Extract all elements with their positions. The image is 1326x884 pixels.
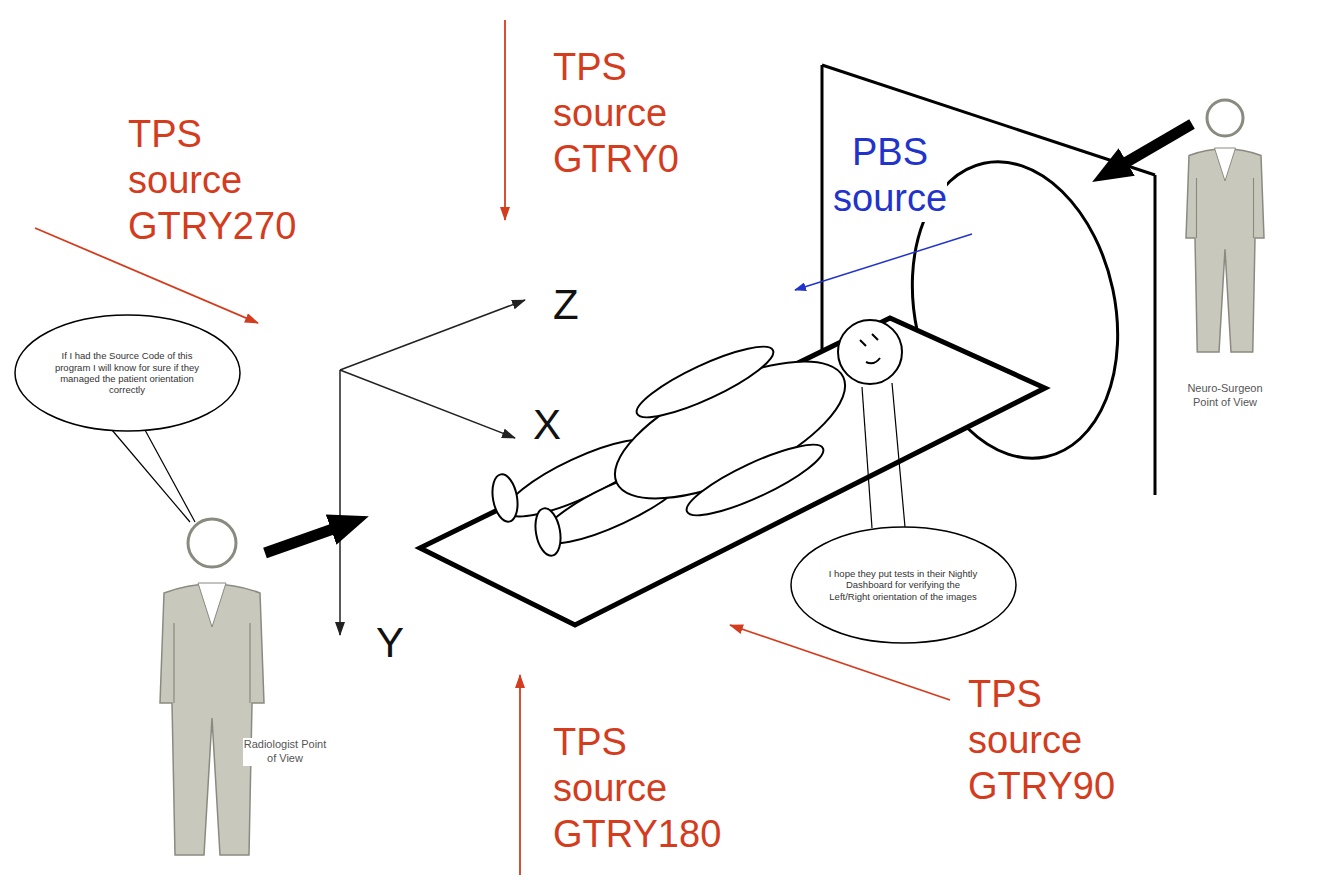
patient (489, 320, 902, 558)
patient-face (860, 334, 880, 363)
bubble-tails (112, 383, 905, 528)
figure-head (1207, 100, 1243, 136)
axis-label: X (533, 400, 561, 451)
beam-label: TPS source GTRY180 (553, 720, 721, 858)
bubble-text: I hope they put tests in their Nightly D… (828, 568, 978, 602)
beam-arrow (504, 20, 506, 220)
axes (340, 300, 525, 635)
figure-arms (1197, 178, 1254, 238)
bubble-text-block: I hope they put tests in their Nightly D… (828, 568, 978, 602)
bubble-tail (862, 387, 872, 528)
figure-caption: Neuro-Surgeon Point of View (1176, 382, 1274, 410)
patient-foot (489, 472, 521, 523)
radiologist-figure (160, 519, 264, 855)
figure-head (188, 519, 236, 567)
beam-arrow (519, 675, 521, 875)
speech-bubble: If I had the Source Code of this program… (13, 313, 242, 433)
bubble-tail (892, 383, 905, 527)
axis-label: Z (553, 280, 579, 331)
figure-collar (1215, 148, 1236, 181)
view-arrow (1125, 124, 1192, 163)
beam-label: PBS source (833, 130, 947, 222)
pbs-arrow (795, 234, 972, 290)
gantry-frame (1154, 175, 1157, 495)
patient-torso (596, 334, 863, 527)
figure-caption: Radiologist Point of View (243, 738, 327, 766)
speech-bubble: I hope they put tests in their Nightly D… (789, 525, 1018, 645)
patient-arm (680, 433, 830, 527)
bubble-tail (145, 430, 195, 522)
view-arrow (265, 529, 333, 553)
bubble-ellipse (791, 527, 1016, 643)
patient-arm (630, 335, 780, 429)
gantry-frame (821, 65, 824, 355)
beam-label: TPS source GTRY90 (968, 672, 1115, 810)
beam-arrows (35, 20, 950, 875)
axis-label: Y (376, 618, 404, 669)
neurosurgeon-figure (1186, 100, 1264, 352)
bubble-text-block: If I had the Source Code of this program… (52, 350, 202, 396)
x-axis (340, 370, 515, 438)
patient-head (838, 320, 902, 384)
bubble-tail (112, 430, 190, 522)
bubble-ellipse (15, 315, 240, 431)
bubble-text: If I had the Source Code of this program… (52, 350, 202, 396)
figure-arms (174, 623, 250, 703)
z-axis (340, 300, 525, 370)
beam-label: TPS source GTRY270 (128, 112, 296, 250)
figure-body (1186, 149, 1264, 352)
figure-collar (198, 583, 226, 627)
patient-foot (532, 506, 564, 557)
figure-body (160, 584, 264, 855)
beam-label: TPS source GTRY0 (553, 45, 679, 183)
y-axis (339, 370, 341, 635)
